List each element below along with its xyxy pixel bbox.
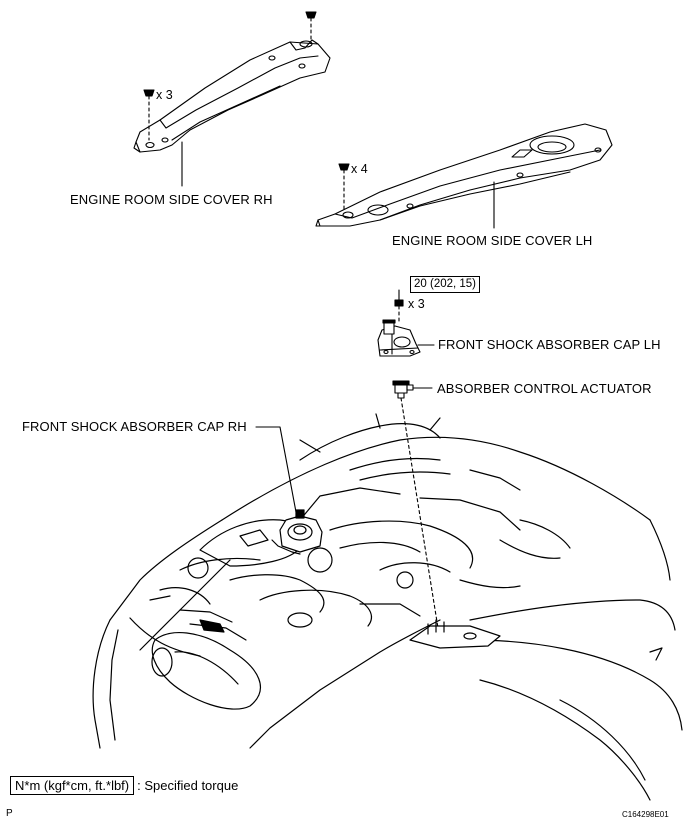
leader-line [255, 426, 297, 513]
install-dashed-line [400, 397, 439, 629]
clip-icon [338, 163, 350, 213]
legend-unit-box: N*m (kgf*cm, ft.*lbf) [10, 776, 135, 795]
car-outline [92, 413, 683, 801]
label-front-shock-absorber-cap-lh: FRONT SHOCK ABSORBER CAP LH [438, 337, 661, 352]
footer-illustration-id: C164298E01 [622, 810, 669, 819]
quantity-rh-clips: x 3 [156, 88, 173, 102]
label-engine-room-side-cover-rh: ENGINE ROOM SIDE COVER RH [70, 192, 273, 207]
footer-left-code: P [6, 808, 13, 819]
quantity-lh-clips: x 4 [351, 162, 368, 176]
engine-room-side-cover-rh-part [133, 39, 331, 153]
label-engine-room-side-cover-lh: ENGINE ROOM SIDE COVER LH [392, 233, 593, 248]
absorber-control-actuator-part [392, 380, 414, 399]
torque-spec-box: 20 (202, 15) [410, 276, 481, 293]
nut-icon [394, 299, 404, 323]
label-front-shock-absorber-cap-rh: FRONT SHOCK ABSORBER CAP RH [22, 419, 247, 434]
quantity-cap-nuts: x 3 [408, 297, 425, 311]
engine-room-side-cover-lh-part [315, 123, 613, 227]
legend-text: : Specified torque [137, 778, 239, 793]
clip-icon [305, 11, 317, 41]
label-absorber-control-actuator: ABSORBER CONTROL ACTUATOR [437, 381, 652, 396]
clip-icon [143, 89, 155, 141]
front-shock-absorber-cap-lh-part [377, 319, 421, 357]
torque-legend: N*m (kgf*cm, ft.*lbf): Specified torque [10, 776, 238, 795]
